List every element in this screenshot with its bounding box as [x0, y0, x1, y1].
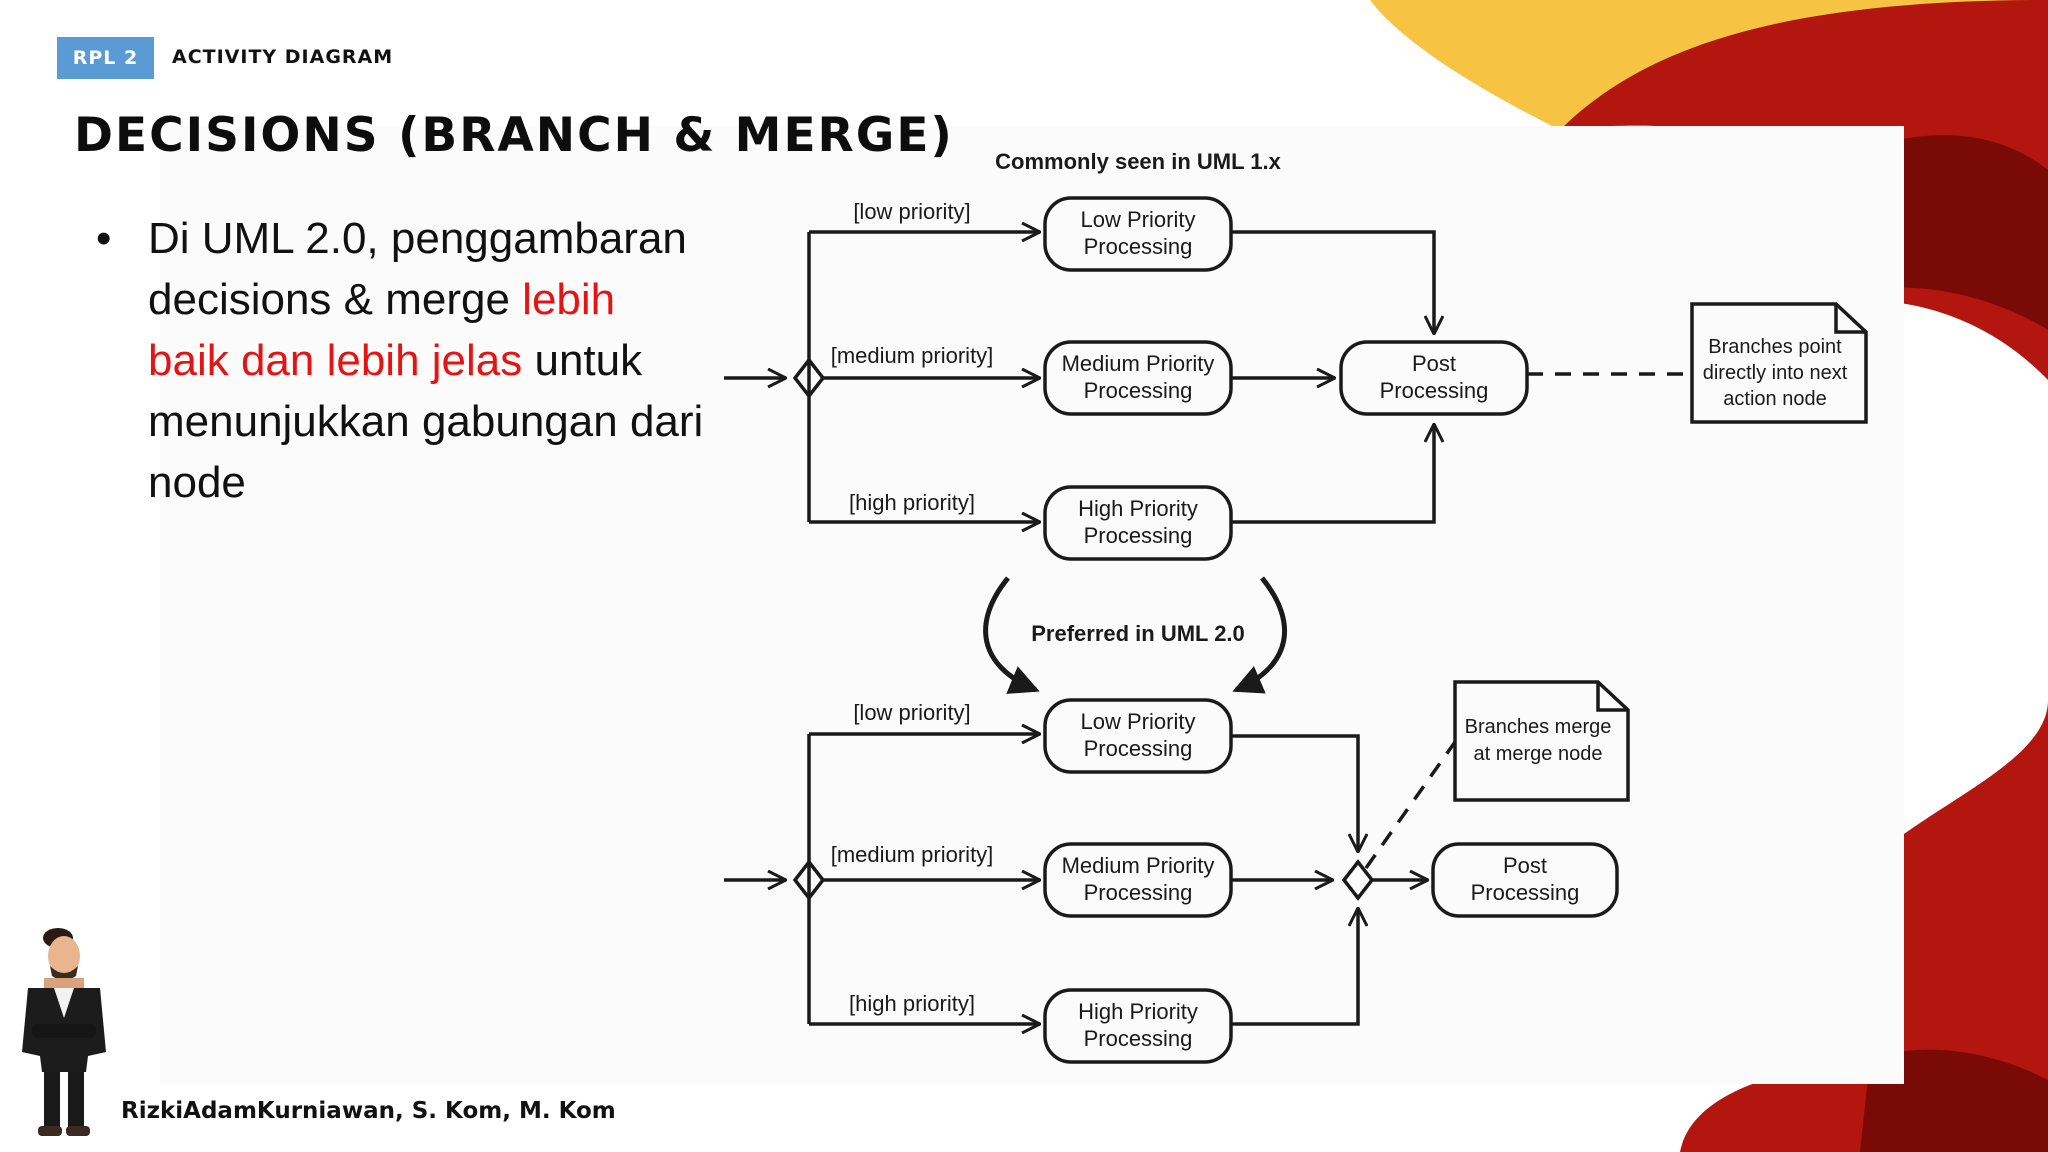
- action-medium-top-line1: Medium Priority: [1062, 351, 1215, 376]
- action-post-processing-bottom: [1431, 842, 1619, 918]
- bullet-text-after: untuk menunjukkan gabungan dari node: [148, 336, 704, 507]
- action-low-top-line2: Processing: [1084, 234, 1193, 259]
- action-high-bottom-line1: High Priority: [1078, 999, 1198, 1024]
- note-top-line3: action node: [1723, 388, 1826, 410]
- action-low-top-line1: Low Priority: [1081, 207, 1196, 232]
- action-high-top-line1: High Priority: [1078, 496, 1198, 521]
- dark-red-blob-bottom: [1860, 1049, 2048, 1152]
- guard-medium-top: [medium priority]: [831, 343, 994, 368]
- diagram-panel: [160, 126, 1904, 1084]
- action-post-top-line1: Post: [1412, 351, 1456, 376]
- top-caption: Commonly seen in UML 1.x: [995, 149, 1281, 174]
- action-high-top-line2: Processing: [1084, 523, 1193, 548]
- action-medium-bottom-line1: Medium Priority: [1062, 853, 1215, 878]
- action-post-top-line2: Processing: [1380, 378, 1489, 403]
- slide-title: DECISIONS (BRANCH & MERGE): [74, 108, 954, 163]
- guard-medium-bottom: [medium priority]: [831, 842, 994, 867]
- flow-low-to-post-top: [1231, 230, 1434, 334]
- author-footer: RizkiAdamKurniawan, S. Kom, M. Kom: [121, 1098, 616, 1124]
- action-high-priority-bottom: [1043, 988, 1233, 1064]
- merge-node: [1341, 859, 1375, 901]
- action-high-bottom-line2: Processing: [1084, 1026, 1193, 1051]
- flow-high-to-post-top: [1231, 424, 1434, 524]
- presenter-avatar: [22, 928, 106, 1136]
- action-medium-top-line2: Processing: [1084, 378, 1193, 403]
- guard-high-bottom: [high priority]: [849, 991, 975, 1016]
- note-top-line2: directly into next: [1703, 362, 1848, 384]
- guard-low-bottom: [low priority]: [853, 700, 970, 725]
- note-top-fold: [1834, 304, 1866, 334]
- guard-high-top: [high priority]: [849, 490, 975, 515]
- action-low-bottom-line1: Low Priority: [1081, 709, 1196, 734]
- topic-label: ACTIVITY DIAGRAM: [172, 46, 394, 68]
- curved-arrow-left: [983, 576, 1040, 694]
- note-top-line1: Branches point: [1708, 336, 1842, 358]
- curved-arrow-right: [1232, 576, 1287, 694]
- action-post-bottom-line1: Post: [1503, 853, 1547, 878]
- note-bottom-line1: Branches merge: [1465, 716, 1612, 738]
- action-low-bottom-line2: Processing: [1084, 736, 1193, 761]
- bullet-text-before: Di UML 2.0, penggambaran decisions & mer…: [148, 214, 687, 324]
- action-low-priority-top: [1043, 196, 1233, 272]
- bullet-icon: •: [96, 214, 112, 263]
- action-post-bottom-line2: Processing: [1471, 880, 1580, 905]
- guard-low-top: [low priority]: [853, 199, 970, 224]
- note-bottom-line2: at merge node: [1474, 743, 1603, 765]
- bullet-text: Di UML 2.0, penggambaran decisions & mer…: [148, 208, 708, 513]
- bullet-text-highlight: lebih baik dan lebih jelas: [148, 275, 616, 385]
- flow-high-to-merge: [1231, 908, 1358, 1026]
- action-post-processing-top: [1339, 340, 1529, 416]
- course-tag: RPL 2: [57, 37, 154, 79]
- note-bottom-fold: [1596, 682, 1628, 712]
- flow-low-to-merge: [1231, 734, 1358, 852]
- note-bottom: [1453, 680, 1630, 802]
- middle-caption: Preferred in UML 2.0: [1031, 621, 1245, 646]
- dark-red-blob: [1860, 135, 2048, 330]
- action-medium-bottom-line2: Processing: [1084, 880, 1193, 905]
- note-top: [1690, 302, 1868, 424]
